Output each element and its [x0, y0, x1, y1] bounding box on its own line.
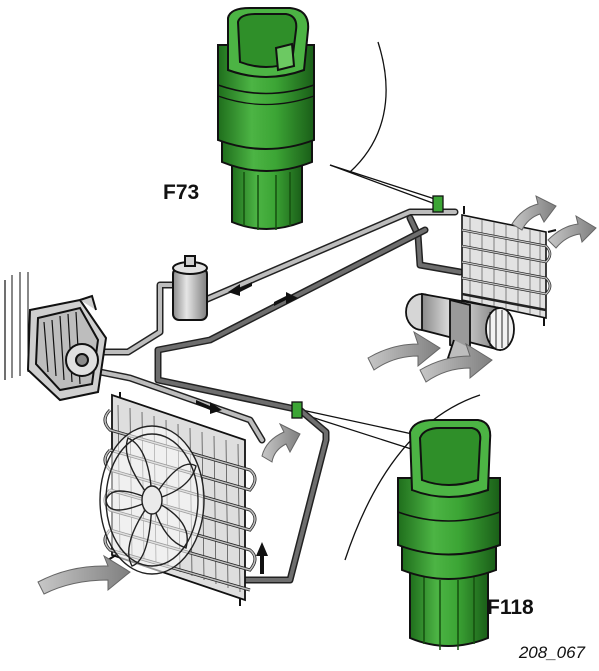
sensor-label-f73: F73 [163, 181, 200, 204]
pressure-sender-f73-icon [217, 7, 315, 230]
callout-lines [301, 41, 481, 561]
refrigerant-flow-arrows [196, 282, 298, 574]
radiator-fan-icon [99, 425, 205, 575]
sensor-mount-f73-icon [432, 195, 444, 213]
evaporator-icon [461, 206, 557, 326]
figure-code: 208_067 [518, 643, 585, 662]
compressor-icon [4, 272, 108, 402]
sensor-label-f118: F118 [487, 596, 534, 619]
sensor-mount-f118-icon [291, 401, 303, 419]
airflow-arrows [37, 195, 597, 595]
pressure-sender-f118-icon [397, 419, 501, 650]
receiver-dryer-icon [172, 255, 208, 321]
